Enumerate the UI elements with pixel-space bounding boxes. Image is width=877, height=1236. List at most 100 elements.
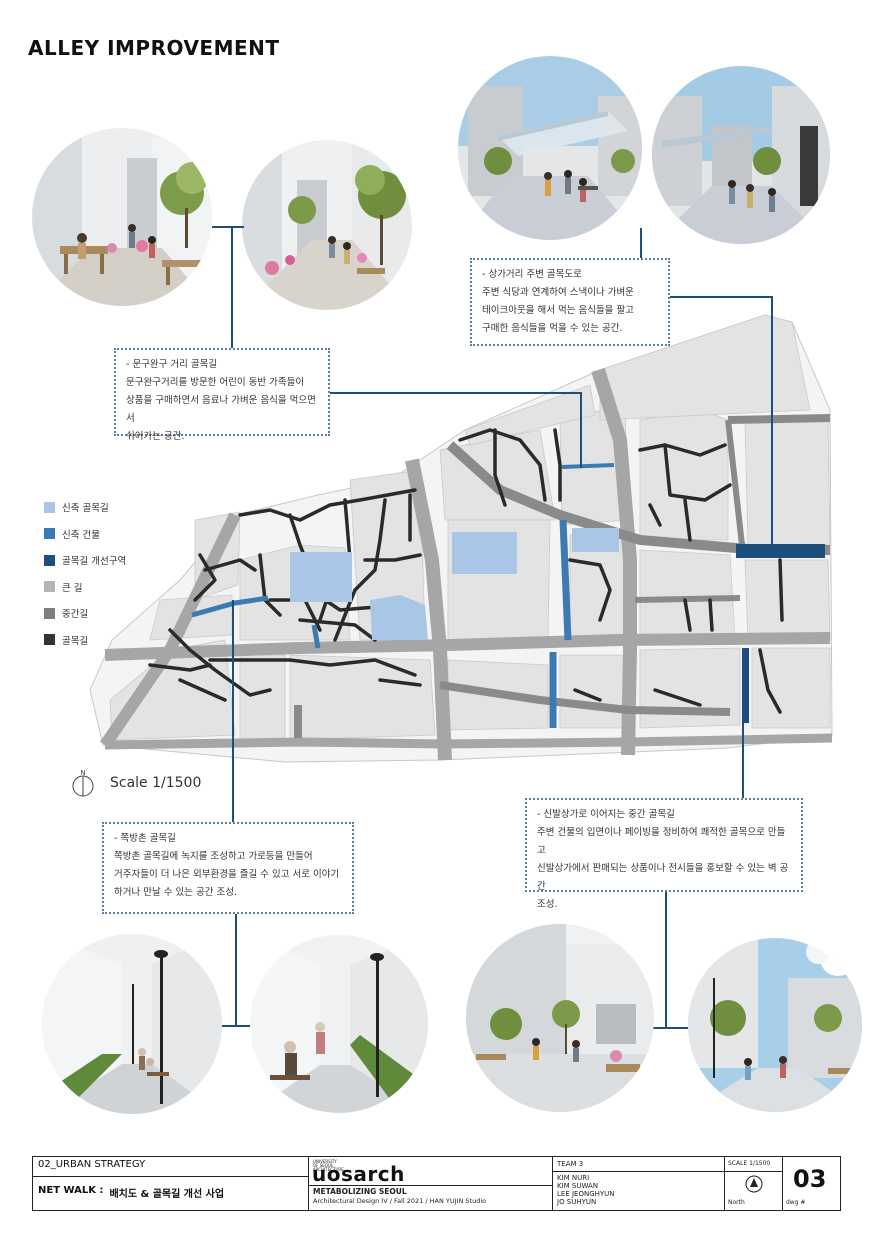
scale-indicator: N Scale 1/1500	[68, 768, 201, 798]
road-main-diagonal	[100, 512, 241, 749]
page-title: ALLEY IMPROVEMENT	[28, 36, 280, 60]
legend-swatch	[44, 528, 55, 540]
scale-label: Scale 1/1500	[110, 775, 202, 791]
team-member: KIM SUWAN	[557, 1182, 599, 1190]
title-block-scale-cell: SCALE 1/1500 North	[725, 1157, 783, 1210]
logo-small-text: UNIVERSITY OF SEOUL ARCHITECTURE	[313, 1159, 344, 1172]
dwg-label: dwg #	[786, 1199, 806, 1206]
leader-line	[640, 228, 642, 258]
section-label: 02_URBAN STRATEGY	[38, 1159, 146, 1170]
legend-item: 신축 건물	[44, 521, 126, 548]
new-building-5	[311, 624, 321, 649]
legend-item: 골목길	[44, 627, 126, 654]
legend-item: 큰 길	[44, 574, 126, 601]
render-vignette-jjokbang-alley-1	[42, 934, 222, 1114]
callout-body: 문구완구거리를 방문한 어린이 동반 가족들이 상품을 구매하면서 음료나 가벼…	[126, 377, 316, 442]
callout-body: 주변 식당과 연계하여 스낵이나 가벼운 테이크아웃을 해서 먹는 음식들을 팔…	[482, 287, 634, 334]
legend-swatch	[44, 634, 55, 646]
road-main-north-south-b	[591, 367, 637, 756]
leader-line	[330, 392, 582, 394]
new-alley-area-3	[452, 532, 517, 574]
road-mid-3	[727, 414, 831, 424]
legend-label: 신축 건물	[62, 529, 100, 541]
course-info: Architectural Design IV / Fall 2021 / HA…	[313, 1197, 487, 1205]
leader-line	[580, 392, 582, 468]
road-main-south	[104, 733, 833, 750]
render-vignette-stationery-street-1	[32, 128, 212, 306]
team-member: JO SUHYUN	[557, 1198, 597, 1206]
title-block-project-cell: 02_URBAN STRATEGY NET WALK : 배치도 & 골목길 개…	[33, 1157, 309, 1210]
callout-title: - 신발상가로 이어지는 중간 골목길	[537, 809, 675, 820]
title-block-team-cell: TEAM 3 KIM NURI KIM SUWAN LEE JEONGHYUN …	[553, 1157, 725, 1210]
uosarch-logo: uosarch	[312, 1162, 405, 1186]
sheet-number: 03	[793, 1165, 827, 1193]
north-text: North	[728, 1199, 745, 1206]
callout-title: - 쪽방촌 골목길	[114, 833, 176, 844]
title-block-sheet-cell: 03 dwg #	[783, 1157, 840, 1210]
team-member: LEE JEONGHYUN	[557, 1190, 615, 1198]
new-alley-area-2	[370, 595, 428, 640]
team-label: TEAM 3	[557, 1160, 584, 1168]
road-mid-5	[634, 595, 741, 603]
road-main-east-west	[104, 632, 831, 661]
new-building-4	[561, 463, 615, 469]
render-vignette-commercial-alley-2	[652, 66, 830, 244]
new-alley-area-1	[290, 552, 352, 602]
legend-label: 중간길	[62, 609, 89, 621]
team-member: KIM NURI	[557, 1174, 590, 1182]
new-building-2	[559, 519, 572, 641]
course-title: METABOLIZING SEOUL	[313, 1187, 407, 1196]
leader-line	[231, 226, 233, 348]
leader-line	[235, 914, 237, 1026]
project-title: 배치도 & 골목길 개선 사업	[109, 1189, 225, 1200]
legend-label: 신축 골목길	[62, 503, 109, 515]
callout-body: 쪽방촌 골목길에 녹지를 조성하고 가로등을 만들어 거주자들이 더 나은 외부…	[114, 851, 340, 898]
leader-line	[232, 600, 234, 822]
callout-jjokbang-village: - 쪽방촌 골목길 쪽방촌 골목길에 녹지를 조성하고 가로등을 만들어 거주자…	[102, 822, 354, 914]
leader-line	[670, 296, 772, 298]
render-vignette-shoe-arcade-alley-2	[688, 938, 862, 1112]
render-vignette-stationery-street-2	[242, 140, 412, 310]
legend-swatch	[44, 554, 55, 566]
legend-item: 골목길 개선구역	[44, 547, 126, 574]
leader-line	[220, 1025, 252, 1027]
north-arrow-icon: N	[72, 769, 94, 797]
render-vignette-shoe-arcade-alley-1	[466, 924, 654, 1112]
scale-text: SCALE 1/1500	[728, 1160, 771, 1167]
site-plan-map	[89, 314, 833, 763]
project-prefix: NET WALK :	[38, 1185, 104, 1196]
leader-line	[212, 226, 244, 228]
legend-swatch	[44, 501, 55, 513]
leader-line	[742, 720, 744, 798]
callout-commercial-street: - 상가거리 주변 골목도로 주변 식당과 연계하여 스낵이나 가벼운 테이크아…	[470, 258, 670, 346]
legend-item: 신축 골목길	[44, 494, 126, 521]
new-building-1	[191, 595, 269, 618]
legend-label: 큰 길	[62, 582, 83, 594]
improvement-zone-1	[736, 544, 825, 558]
road-mid-2	[439, 681, 731, 716]
leader-line	[665, 892, 667, 1028]
leader-line	[640, 1027, 694, 1029]
render-vignette-commercial-alley-1	[458, 56, 642, 240]
callout-title: - 문구완구 거리 골목길	[126, 359, 218, 370]
new-alley-area-4	[572, 528, 619, 552]
improvement-zone-2	[742, 648, 749, 723]
callout-shoe-arcade: - 신발상가로 이어지는 중간 골목길 주변 건물의 입면이나 페이빙을 정비하…	[525, 798, 803, 910]
road-main-north-south-a	[405, 458, 452, 761]
title-block-course-cell: UNIVERSITY OF SEOUL ARCHITECTURE uosarch…	[309, 1157, 553, 1210]
legend-item: 중간길	[44, 600, 126, 627]
legend-swatch	[44, 581, 55, 593]
render-vignette-jjokbang-alley-2	[250, 935, 428, 1113]
legend-label: 골목길	[62, 635, 89, 647]
legend-swatch	[44, 607, 55, 619]
callout-stationery-street: - 문구완구 거리 골목길 문구완구거리를 방문한 어린이 동반 가족들이 상품…	[114, 348, 330, 442]
north-arrow-icon	[745, 1175, 763, 1193]
leader-line	[771, 296, 773, 544]
road-mid-4	[725, 419, 745, 546]
title-block: 02_URBAN STRATEGY NET WALK : 배치도 & 골목길 개…	[32, 1156, 841, 1211]
callout-title: - 상가거리 주변 골목도로	[482, 269, 582, 280]
callout-body: 주변 건물의 입면이나 페이빙을 정비하여 쾌적한 골목으로 만들고 신발상가에…	[537, 827, 789, 910]
north-label: N	[80, 769, 85, 777]
legend-label: 골목길 개선구역	[62, 556, 127, 568]
